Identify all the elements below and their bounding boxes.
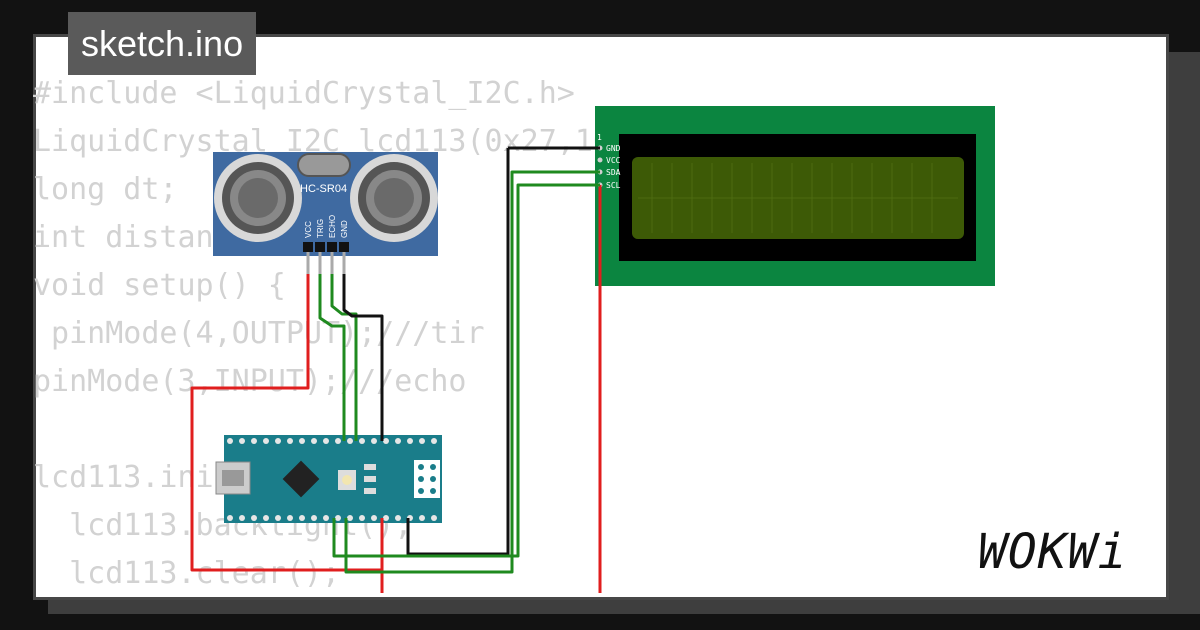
icsp-pins (418, 464, 436, 494)
status-leds (364, 464, 376, 494)
mcu-chip (282, 460, 320, 498)
code-line: lcd113.clear(); (33, 556, 341, 591)
code-line: pinMode(3,INPUT);///echo (33, 364, 467, 399)
lcd-pin-vcc-label: VCC (606, 156, 621, 165)
code-line: void setup() { (33, 268, 286, 303)
sensor-pin-headers (303, 242, 349, 252)
code-line: #include <LiquidCrystal_I2C.h> (33, 76, 575, 111)
sensor-model-label: HC-SR04 (300, 183, 347, 195)
sketch-title: sketch.ino (68, 12, 257, 75)
lcd-pin-1-label: 1 (597, 133, 602, 142)
sensor-transducer-right (350, 154, 438, 242)
lcd-module[interactable]: 1 GND VCC SDA SCL (595, 106, 995, 286)
sensor-pin-trig-label: TRIG (316, 219, 325, 238)
sensor-pin-legs (306, 252, 346, 274)
lcd-pin-labels: 1 GND VCC SDA SCL (597, 133, 621, 190)
usb-port (215, 461, 251, 495)
sensor-pin-vcc-label: VCC (304, 221, 313, 238)
sensor-pin-gnd-label: GND (340, 220, 349, 238)
sensor-crystal (297, 153, 351, 177)
wire-vcc (190, 274, 384, 572)
wokwi-logo: WOKWi (978, 524, 1128, 580)
arduino-board (224, 435, 442, 523)
code-line: long dt; (33, 172, 178, 207)
arduino-nano[interactable] (215, 435, 442, 523)
code-background: #include <LiquidCrystal_I2C.h>LiquidCrys… (33, 70, 683, 598)
lcd-pin-sda-label: SDA (606, 168, 621, 177)
wire-gnd-sensor (342, 274, 384, 441)
sensor-pin-echo-label: ECHO (328, 215, 337, 238)
wire-sda (344, 170, 600, 574)
wires (190, 146, 602, 593)
wire-trig (318, 274, 346, 441)
code-line: pinMode(4,OUTPUT);///tir (33, 316, 485, 351)
wire-gnd-lcd (406, 146, 600, 556)
sensor-pin-labels: VCC TRIG ECHO GND (304, 215, 349, 238)
reset-button-cap (342, 475, 352, 485)
sensor-transducer-left (214, 154, 302, 242)
lcd-char-grid (638, 163, 958, 233)
usb-port-inner (222, 470, 244, 486)
lcd-pin-gnd-label: GND (606, 144, 621, 153)
icsp-header (414, 460, 440, 498)
ultrasonic-sensor[interactable]: HC-SR04 VCC TRIG ECHO GND (213, 152, 438, 274)
arduino-top-pins (227, 438, 437, 444)
lcd-pin-scl-label: SCL (606, 181, 621, 190)
wire-echo (330, 274, 358, 441)
arduino-bottom-pins (227, 515, 437, 521)
wire-scl (332, 183, 600, 558)
